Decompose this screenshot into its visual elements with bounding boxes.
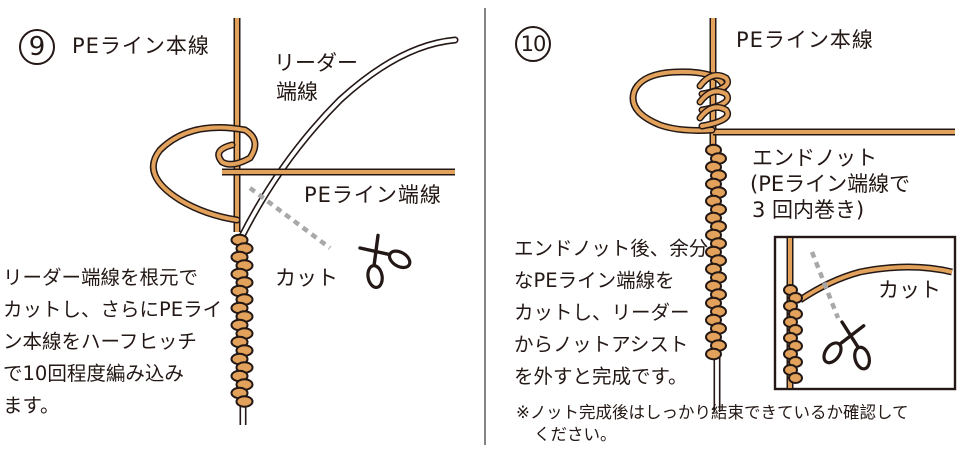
instruction-line: ます。 <box>3 394 60 417</box>
step9-number: 9 <box>19 29 55 65</box>
step9-drawing <box>149 18 459 425</box>
instruction-line: カットし、さらにPEライ <box>3 298 223 321</box>
instruction-line: で10回程度編み込み <box>3 362 184 385</box>
step10-drawing <box>629 18 957 412</box>
step10-instructions: エンドノット後、余分 なPEライン端線を カットし、リーダー からノットアシスト… <box>514 233 708 393</box>
step10-number: 10 <box>515 26 551 62</box>
footnote: ※ノット完成後はしっかり結束できているか確認して ください。 <box>516 402 909 446</box>
instruction-line: リーダー端線を根元で <box>3 266 199 289</box>
pe-main-line-label-10: PEライン本線 <box>736 28 874 52</box>
end-knot-label: エンドノット <box>752 146 878 170</box>
half-hitch-braid <box>230 233 254 408</box>
end-knot-note-1: (PEライン端線で <box>750 172 911 196</box>
instruction-line: からノットアシスト <box>514 333 689 356</box>
instruction-line: カットし、リーダー <box>514 301 690 324</box>
pe-main-line-label: PEライン本線 <box>72 34 210 58</box>
inner-wrap <box>698 105 730 128</box>
inset-cut-label: カット <box>878 278 941 302</box>
pe-loop <box>149 124 259 224</box>
cut-label: カット <box>275 266 338 290</box>
half-hitch-braid-10 <box>705 143 727 361</box>
leader-end-label-1: リーダー <box>274 51 358 75</box>
end-knot-loop <box>629 68 728 134</box>
step9-instructions: リーダー端線を根元で カットし、さらにPEライ ン本線をハーフヒッチ で10回程… <box>3 262 222 422</box>
hitch-wrap <box>235 395 254 408</box>
instruction-line: エンドノット後、余分 <box>514 237 709 260</box>
cut-inset <box>773 235 957 391</box>
leader-end-label-2: 端線 <box>276 80 318 104</box>
hitch-wrap <box>788 372 803 384</box>
end-knot-wraps <box>696 71 731 130</box>
footnote-line-2: ください。 <box>534 425 617 444</box>
hitch-wrap <box>705 347 722 361</box>
scissors-icon <box>346 225 418 296</box>
cut-mark <box>248 186 332 250</box>
end-knot-note-2: 3 回内巻き) <box>752 198 865 222</box>
instruction-line: ン本線をハーフヒッチ <box>3 330 197 353</box>
instruction-line: なPEライン端線を <box>514 269 675 292</box>
footnote-line-1: ※ノット完成後はしっかり結束できているか確認して <box>516 403 909 422</box>
pe-end-line-label: PEライン端線 <box>304 183 442 207</box>
instruction-line: を外すと完成です。 <box>514 365 688 388</box>
inset-cut-mark <box>809 251 841 319</box>
